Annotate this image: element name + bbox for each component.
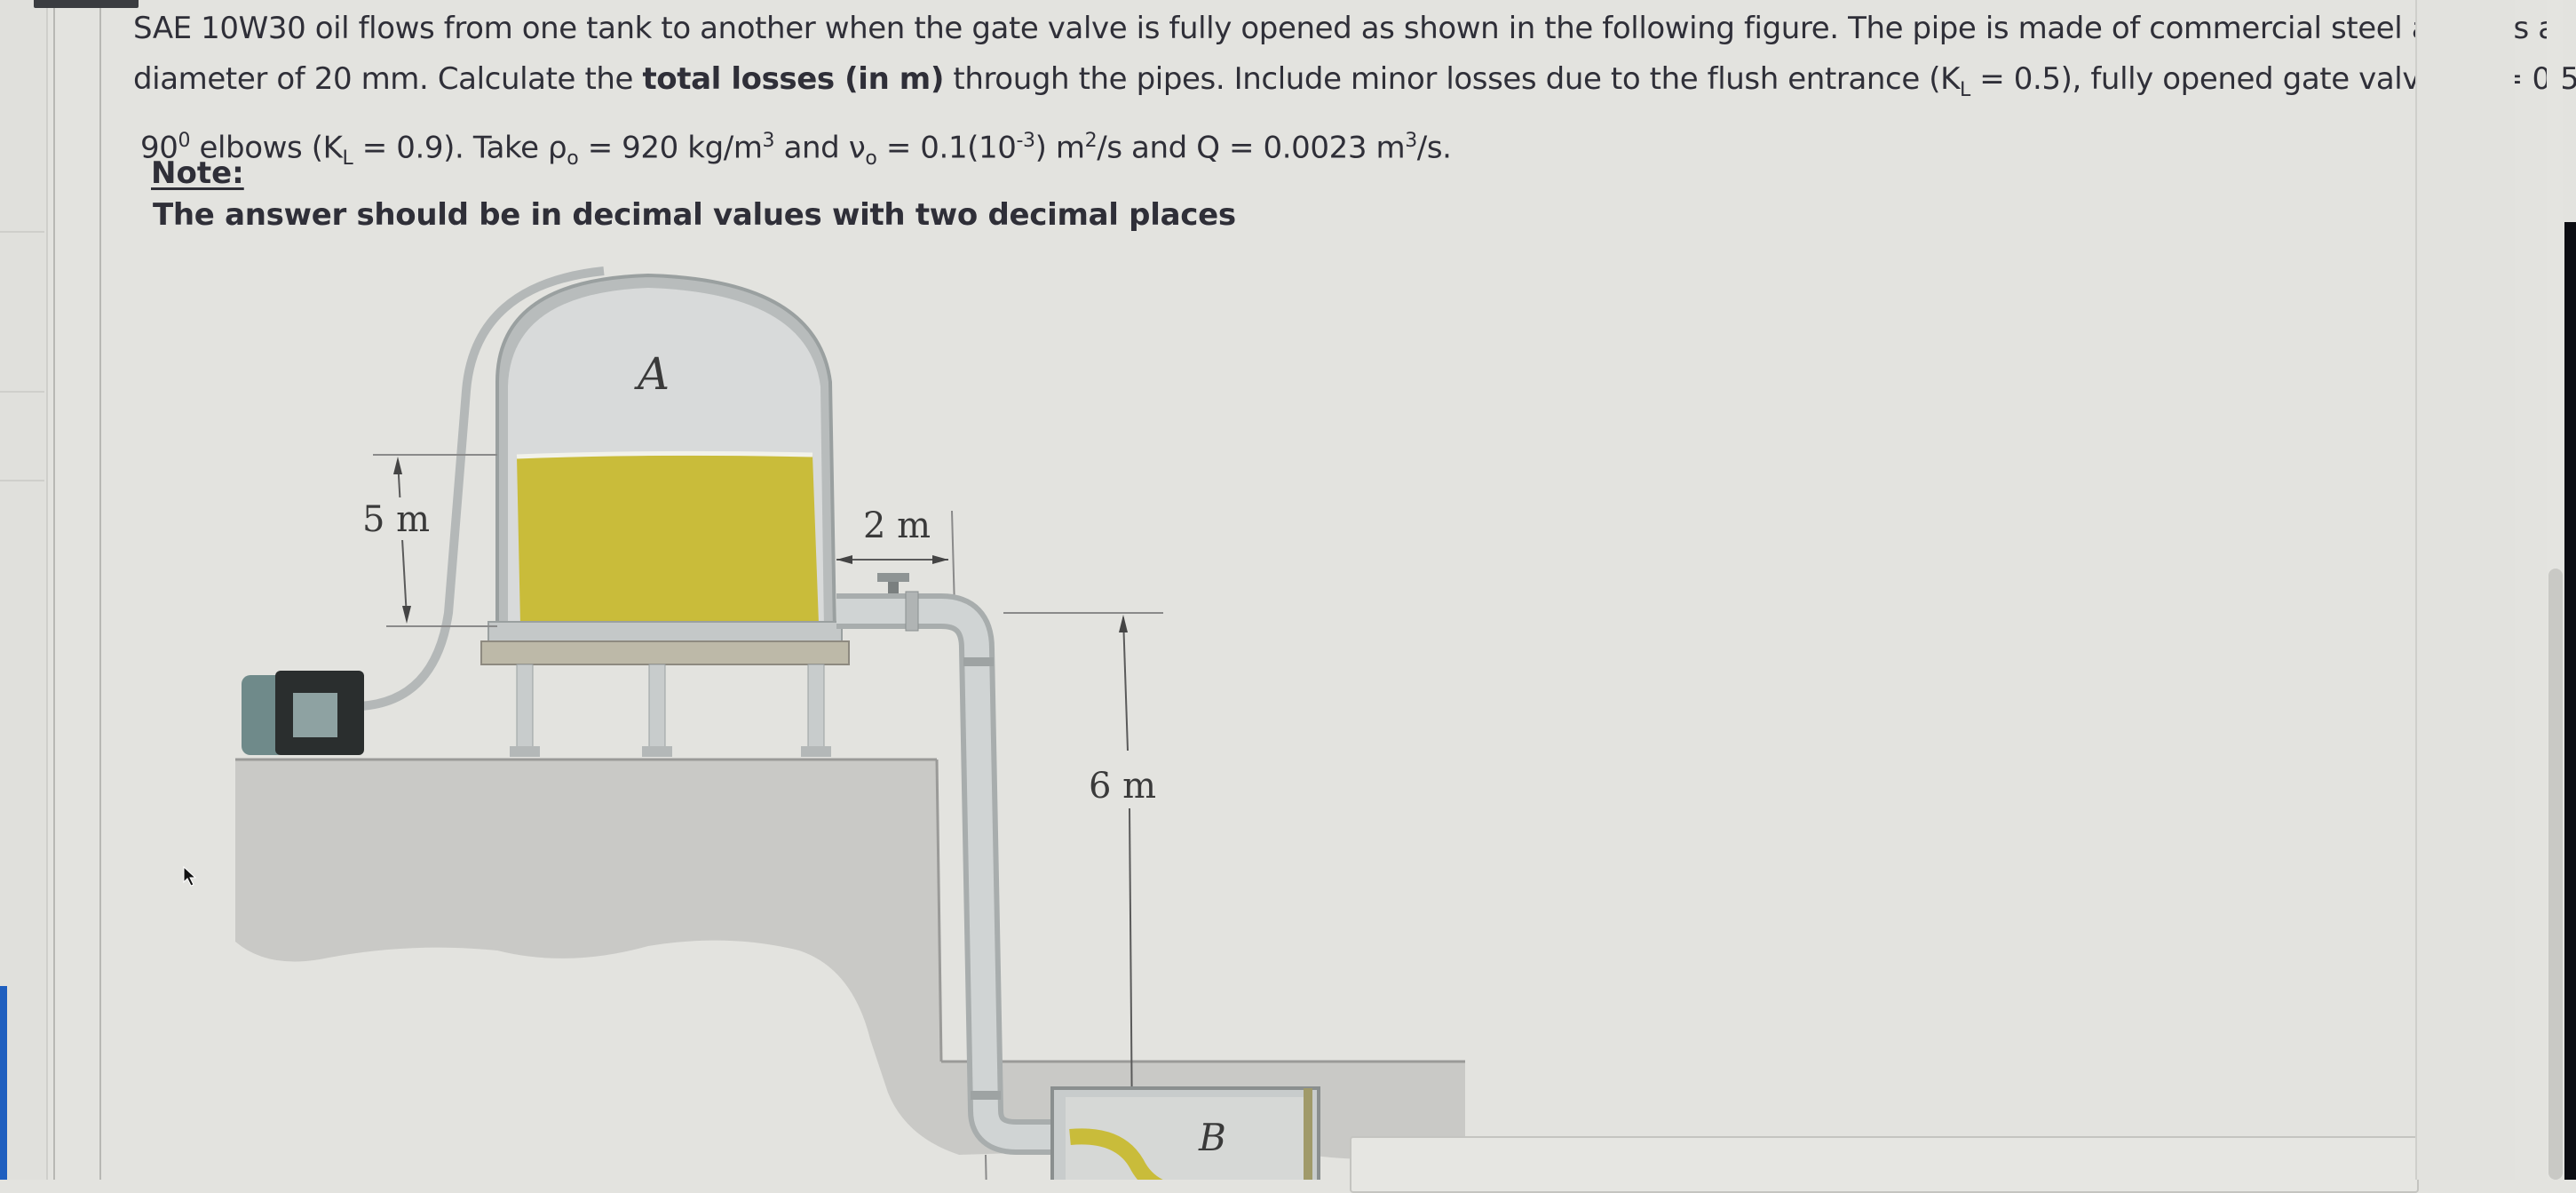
question-line-2: diameter of 20 mm. Calculate the total l… — [133, 61, 2576, 101]
rail-divider — [0, 480, 44, 481]
tank-b-label: B — [1198, 1116, 1226, 1159]
dimension-5m: 5 m — [362, 499, 430, 540]
tank-b: B — [1050, 1086, 1320, 1180]
blue-edge-accent — [0, 986, 7, 1180]
pump — [242, 671, 364, 755]
mouse-pointer-icon — [183, 866, 197, 887]
emphasis-total-losses: total losses (in m) — [642, 61, 944, 97]
tank-a-label: A — [634, 348, 670, 400]
note-heading: Note: — [151, 155, 244, 191]
tank-system-figure: A 5 m 2 m 6 m B — [235, 266, 1465, 1180]
scrollbar-thumb[interactable] — [2548, 569, 2563, 1180]
rail-divider — [0, 231, 44, 233]
tank-a-oil — [517, 455, 819, 625]
question-text: SAE 10W30 oil flows from one tank to ano… — [133, 4, 2576, 184]
panel-border — [99, 0, 101, 1180]
dimension-6m: 6 m — [1089, 766, 1156, 807]
upper-ground-ledge — [235, 760, 1465, 1159]
question-line-3: 900 elbows (KL = 0.9). Take ρo = 920 kg/… — [140, 129, 1452, 170]
question-line-1: SAE 10W30 oil flows from one tank to ano… — [133, 11, 2556, 46]
right-panel-border — [2415, 0, 2515, 1180]
panel-border — [53, 0, 55, 1180]
answer-input[interactable] — [1350, 1136, 2419, 1193]
rail-divider — [0, 391, 44, 393]
tank-a: A — [480, 273, 850, 757]
pump-hose — [359, 266, 605, 711]
left-navigation-rail — [0, 0, 48, 1180]
oil-stream — [1069, 1128, 1163, 1180]
screen-bezel — [2564, 222, 2576, 1180]
top-tab[interactable] — [34, 0, 139, 8]
note-body: The answer should be in decimal values w… — [153, 197, 1236, 233]
dimension-2m: 2 m — [863, 505, 931, 546]
